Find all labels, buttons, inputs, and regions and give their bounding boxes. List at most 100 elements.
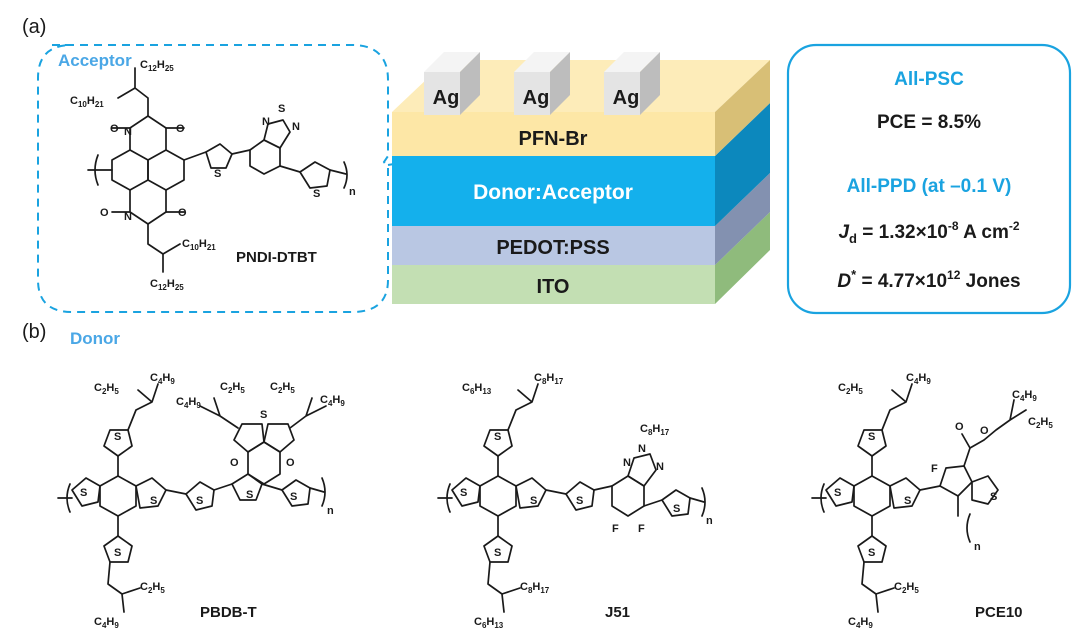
svg-text:S: S xyxy=(834,487,841,499)
svg-text:O: O xyxy=(110,123,119,135)
ag-label-2: Ag xyxy=(523,87,550,109)
ag-electrode-3 xyxy=(604,52,660,115)
donor-structure-j51: S S S S S N N N F F S n C6H13 C8H17 C8H1… xyxy=(437,372,713,630)
ag-label-3: Ag xyxy=(613,87,640,109)
layer-label-pedot: PEDOT:PSS xyxy=(496,237,609,259)
ito-front xyxy=(392,265,715,304)
ito-side xyxy=(715,212,770,304)
imide-bottom xyxy=(129,189,167,225)
svg-text:S: S xyxy=(576,495,583,507)
svg-text:C4H9: C4H9 xyxy=(906,372,931,386)
svg-text:N: N xyxy=(656,461,664,473)
pedot-side xyxy=(715,173,770,265)
svg-text:C8H17: C8H17 xyxy=(534,372,564,386)
donor-name-pce10: PCE10 xyxy=(975,604,1023,621)
svg-text:S: S xyxy=(673,503,680,515)
chain-top xyxy=(117,67,149,117)
callout-pointer xyxy=(387,162,401,166)
svg-text:S: S xyxy=(868,431,875,443)
svg-text:O: O xyxy=(100,207,109,219)
svg-text:C2H5: C2H5 xyxy=(894,581,919,595)
svg-text:S: S xyxy=(290,491,297,503)
svg-text:C6H13: C6H13 xyxy=(474,616,504,630)
svg-text:C2H5: C2H5 xyxy=(838,382,863,396)
svg-text:S: S xyxy=(904,495,911,507)
svg-text:C12H25: C12H25 xyxy=(140,59,174,73)
active-front xyxy=(392,156,715,226)
svg-text:F: F xyxy=(931,463,938,475)
svg-text:n: n xyxy=(706,515,713,527)
ag-electrode-2 xyxy=(514,52,570,115)
svg-text:S: S xyxy=(214,168,221,180)
svg-text:C4H9: C4H9 xyxy=(848,616,873,630)
thiophene-2 xyxy=(299,161,331,189)
psc-title: All-PSC xyxy=(894,69,964,90)
svg-text:O: O xyxy=(176,123,185,135)
results-box xyxy=(786,43,1072,315)
thiophene-1 xyxy=(205,143,233,169)
svg-text:S: S xyxy=(530,495,537,507)
svg-text:S: S xyxy=(114,547,121,559)
jd-value: Jd = 1.32×10-8 A cm-2 xyxy=(838,219,1019,246)
svg-text:F: F xyxy=(638,523,645,535)
panel-label-b: (b) xyxy=(22,321,46,343)
svg-text:N: N xyxy=(623,457,631,469)
svg-text:O: O xyxy=(178,207,187,219)
pedot-front xyxy=(392,226,715,265)
svg-text:n: n xyxy=(327,505,334,517)
ag-electrode-1 xyxy=(424,52,480,115)
svg-text:N: N xyxy=(292,121,300,133)
svg-text:C4H9: C4H9 xyxy=(150,372,175,386)
ag-label-1: Ag xyxy=(433,87,460,109)
btd-ring xyxy=(263,119,291,149)
svg-text:S: S xyxy=(114,431,121,443)
svg-text:C8H17: C8H17 xyxy=(640,423,670,437)
svg-text:F: F xyxy=(612,523,619,535)
svg-text:S: S xyxy=(990,491,997,503)
svg-text:C4H9: C4H9 xyxy=(176,396,201,410)
svg-text:C8H17: C8H17 xyxy=(520,581,550,595)
acceptor-callout xyxy=(37,44,401,313)
svg-text:O: O xyxy=(955,421,964,433)
svg-text:N: N xyxy=(262,116,270,128)
panel-label-a: (a) xyxy=(22,16,46,38)
ppd-title: All-PPD (at –0.1 V) xyxy=(847,176,1012,197)
pfn-front xyxy=(392,112,715,156)
svg-text:C6H13: C6H13 xyxy=(462,382,492,396)
donor-name-pbdbt: PBDB-T xyxy=(200,604,257,621)
svg-text:S: S xyxy=(460,487,467,499)
donor-structure-pbdbt: S S S S S S S O O S n C2H5 C4H9 C2H5 C4H… xyxy=(57,372,345,630)
svg-text:C12H25: C12H25 xyxy=(150,278,184,292)
acceptor-dashed-border xyxy=(37,44,389,313)
device-stack xyxy=(392,52,770,304)
svg-text:C4H9: C4H9 xyxy=(320,394,345,408)
svg-text:S: S xyxy=(313,188,320,200)
imide-top xyxy=(129,115,167,151)
svg-text:S: S xyxy=(494,547,501,559)
svg-text:C2H5: C2H5 xyxy=(220,381,245,395)
svg-text:O: O xyxy=(980,425,989,437)
svg-text:N: N xyxy=(124,126,132,138)
svg-text:O: O xyxy=(230,457,239,469)
ndi-ring-left xyxy=(111,149,149,191)
svg-text:C2H5: C2H5 xyxy=(1028,416,1053,430)
svg-text:S: S xyxy=(260,409,267,421)
pce-value: PCE = 8.5% xyxy=(877,112,981,133)
svg-text:O: O xyxy=(286,457,295,469)
donor-structure-pce10: S S S S F O O S n C2H5 C4H9 C4H9 C2H5 C2… xyxy=(811,372,1053,630)
svg-text:S: S xyxy=(150,495,157,507)
layer-label-active: Donor:Acceptor xyxy=(473,181,633,204)
donor-name-j51: J51 xyxy=(605,604,630,621)
chain-bottom xyxy=(147,223,181,273)
svg-text:S: S xyxy=(246,489,253,501)
acceptor-name: PNDI-DTBT xyxy=(236,249,317,266)
svg-text:C2H5: C2H5 xyxy=(94,382,119,396)
svg-text:S: S xyxy=(868,547,875,559)
layer-label-ito: ITO xyxy=(537,276,570,298)
dstar-value: D* = 4.77×1012 Jones xyxy=(837,267,1020,292)
acceptor-n: n xyxy=(349,186,356,198)
svg-text:C4H9: C4H9 xyxy=(1012,389,1037,403)
svg-text:S: S xyxy=(278,103,285,115)
svg-text:N: N xyxy=(638,443,646,455)
